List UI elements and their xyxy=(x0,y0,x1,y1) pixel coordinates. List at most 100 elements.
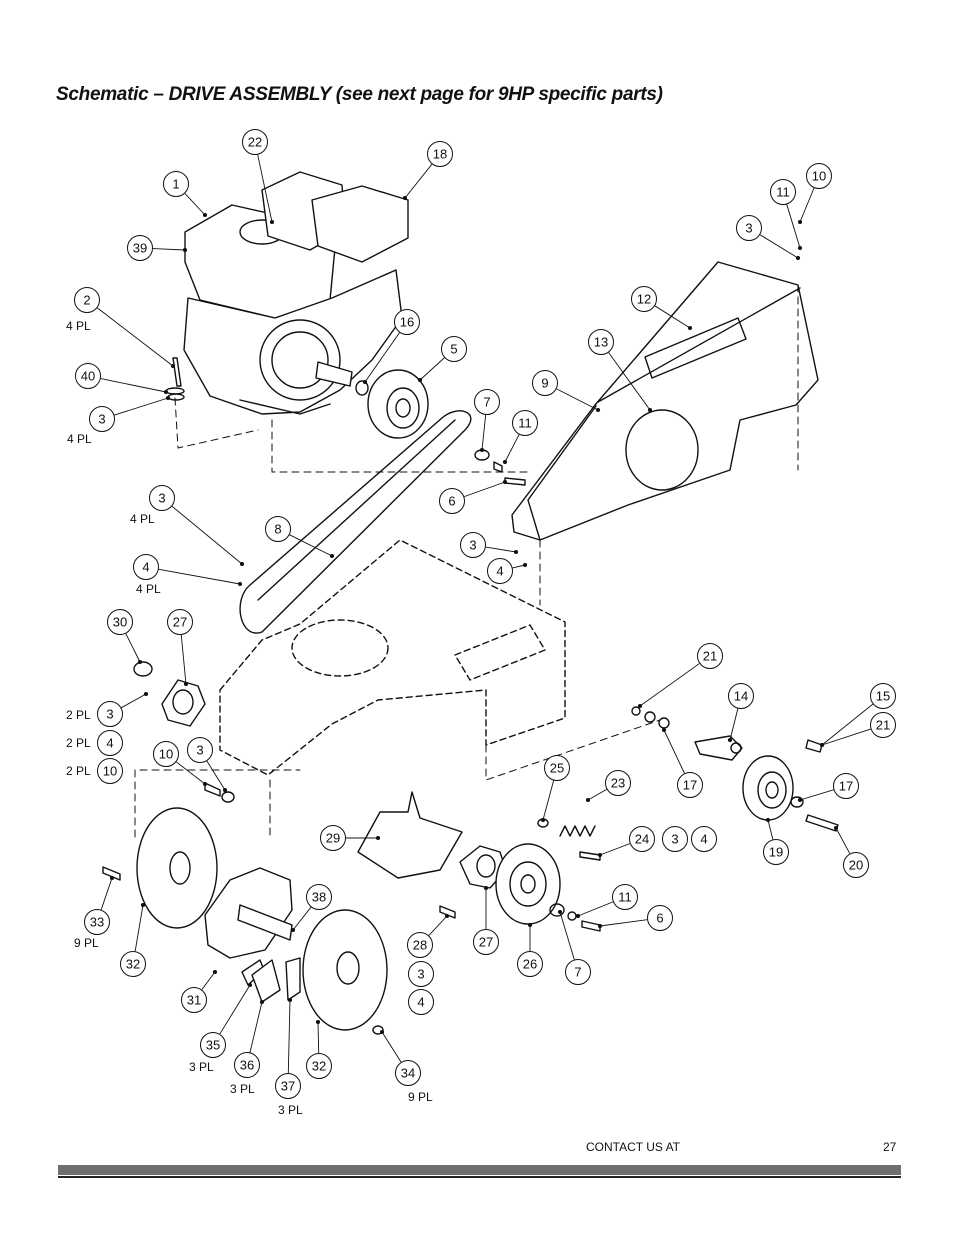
callout-circle xyxy=(242,129,268,155)
bolt-24 xyxy=(579,851,601,861)
quantity-label: 3 PL xyxy=(278,1103,303,1117)
callout-35: 35 xyxy=(200,1032,226,1058)
callout-3: 3 xyxy=(149,485,175,511)
callout-circle xyxy=(647,905,673,931)
callout-circle xyxy=(163,171,189,197)
callout-circle xyxy=(275,1073,301,1099)
callout-circle xyxy=(97,701,123,727)
callout-32: 32 xyxy=(120,951,146,977)
callout-number: 23 xyxy=(611,776,625,791)
callout-number: 4 xyxy=(106,736,113,751)
callout-number: 35 xyxy=(206,1038,220,1053)
callout-circle xyxy=(234,1052,260,1078)
guard-window xyxy=(625,409,699,491)
callout-circle xyxy=(487,558,513,584)
leader-arrow xyxy=(513,549,519,555)
callout-number: 40 xyxy=(81,369,95,384)
leader-arrow xyxy=(647,407,653,413)
leader-arrow xyxy=(661,727,667,733)
leader-arrow xyxy=(597,852,603,858)
callout-6: 6 xyxy=(647,905,673,931)
leader-arrow xyxy=(444,913,450,919)
callout-circle xyxy=(806,163,832,189)
leader-arrow xyxy=(140,902,146,908)
callout-circle xyxy=(120,951,146,977)
leader-line xyxy=(100,378,167,393)
callout-3: 3 xyxy=(408,961,434,987)
callout-5: 5 xyxy=(441,336,467,362)
bracket-29 xyxy=(357,791,463,879)
leader-arrow xyxy=(557,909,563,915)
callout-13: 13 xyxy=(588,329,614,355)
leader-arrow xyxy=(202,212,208,218)
callout-number: 29 xyxy=(326,831,340,846)
leader-line xyxy=(835,827,851,854)
callout-number: 4 xyxy=(700,832,707,847)
callout-circle xyxy=(870,683,896,709)
callout-19: 19 xyxy=(763,839,789,865)
callout-29: 29 xyxy=(320,825,346,851)
leader-arrow xyxy=(212,969,218,975)
callout-number: 10 xyxy=(103,764,117,779)
quantity-label: 4 PL xyxy=(67,432,92,446)
bolt-15 xyxy=(805,739,823,753)
callout-33: 33 xyxy=(84,909,110,935)
callout-number: 21 xyxy=(876,718,890,733)
callout-circle xyxy=(306,1053,332,1079)
leader-line xyxy=(404,163,433,199)
oring-30 xyxy=(133,661,153,677)
callout-number: 27 xyxy=(173,615,187,630)
callout-11: 11 xyxy=(770,179,796,205)
quantity-label: 4 PL xyxy=(66,319,91,333)
callout-4: 4 xyxy=(691,826,717,852)
callout-26: 26 xyxy=(517,951,543,977)
callout-22: 22 xyxy=(242,129,268,155)
leader-line xyxy=(663,729,685,774)
tine-37 xyxy=(285,957,301,1001)
callout-4: 4 xyxy=(408,989,434,1015)
leader-line xyxy=(599,843,631,856)
leader-arrow xyxy=(202,781,208,787)
callout-3: 3 xyxy=(187,737,213,763)
leader-line xyxy=(428,915,448,936)
leader-arrow xyxy=(797,219,803,225)
callout-number: 3 xyxy=(671,832,678,847)
callout-circle xyxy=(89,406,115,432)
leader-arrow xyxy=(540,817,546,823)
callout-21: 21 xyxy=(870,712,896,738)
callout-circle xyxy=(532,370,558,396)
callout-number: 21 xyxy=(703,649,717,664)
leader-line xyxy=(158,568,241,585)
callout-circle xyxy=(517,951,543,977)
callout-circle xyxy=(167,609,193,635)
callout-circle xyxy=(408,961,434,987)
leader-line xyxy=(799,789,834,801)
callout-number: 7 xyxy=(483,395,490,410)
callout-number: 13 xyxy=(594,335,608,350)
callout-2: 2 xyxy=(74,287,100,313)
quantity-label: 2 PL xyxy=(66,764,91,778)
callout-circle xyxy=(588,329,614,355)
callout-number: 36 xyxy=(240,1058,254,1073)
callout-number: 33 xyxy=(90,915,104,930)
leader-arrow xyxy=(290,927,296,933)
callout-circle xyxy=(306,884,332,910)
leader-line xyxy=(292,906,312,931)
callout-23: 23 xyxy=(605,770,631,796)
callout-7: 7 xyxy=(474,389,500,415)
bolt-6-low xyxy=(581,920,601,932)
callout-34: 34 xyxy=(395,1060,421,1086)
leader-arrow xyxy=(163,389,169,395)
leader-arrow xyxy=(597,923,603,929)
leader-arrow xyxy=(765,817,771,823)
quantity-label: 9 PL xyxy=(408,1090,433,1104)
leader-line xyxy=(786,204,801,249)
tine-shaft xyxy=(237,904,293,941)
callout-30: 30 xyxy=(107,609,133,635)
callout-number: 32 xyxy=(312,1059,326,1074)
callout-24: 24 xyxy=(629,826,655,852)
leader-line xyxy=(577,901,614,917)
leader-arrow xyxy=(109,875,115,881)
callout-8: 8 xyxy=(265,516,291,542)
